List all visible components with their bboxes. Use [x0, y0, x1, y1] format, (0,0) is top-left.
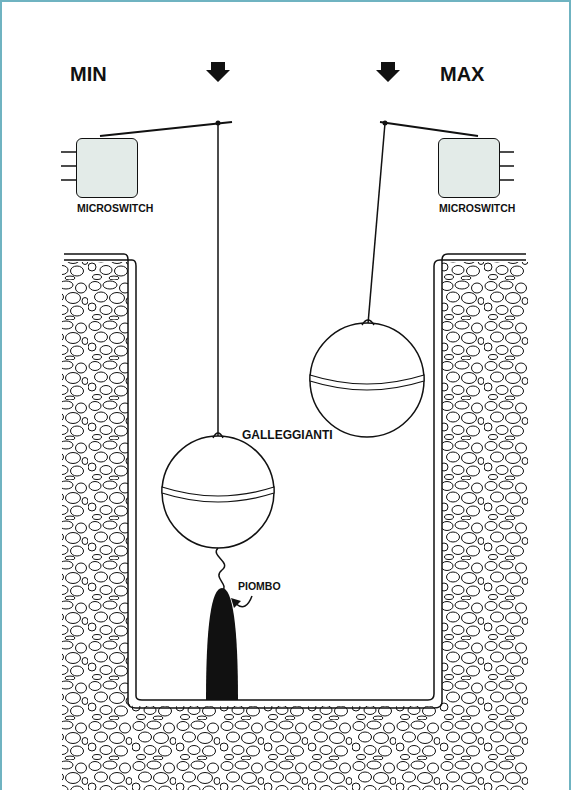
part-label: PIOMBO	[238, 580, 281, 592]
float-ball	[310, 320, 424, 437]
switch-lever	[380, 122, 478, 136]
level-label: MAX	[440, 63, 484, 86]
float-ball	[162, 433, 274, 548]
down-arrow	[376, 62, 400, 82]
down-arrow	[206, 62, 230, 82]
microswitch-box: MICROSWITCH	[438, 138, 500, 198]
switch-lever	[100, 122, 232, 136]
microswitch-box: MICROSWITCH	[76, 138, 138, 198]
switch-label: MICROSWITCH	[77, 202, 153, 214]
switch-label: MICROSWITCH	[439, 202, 515, 214]
well-wall	[64, 254, 526, 708]
well-wall	[64, 260, 526, 700]
float-cord	[217, 123, 219, 436]
lead-cord	[216, 548, 224, 592]
part-label: GALLEGGIANTI	[242, 428, 333, 442]
level-label: MIN	[70, 63, 107, 86]
float-cord	[368, 123, 385, 324]
leader-arrowhead	[231, 598, 241, 608]
